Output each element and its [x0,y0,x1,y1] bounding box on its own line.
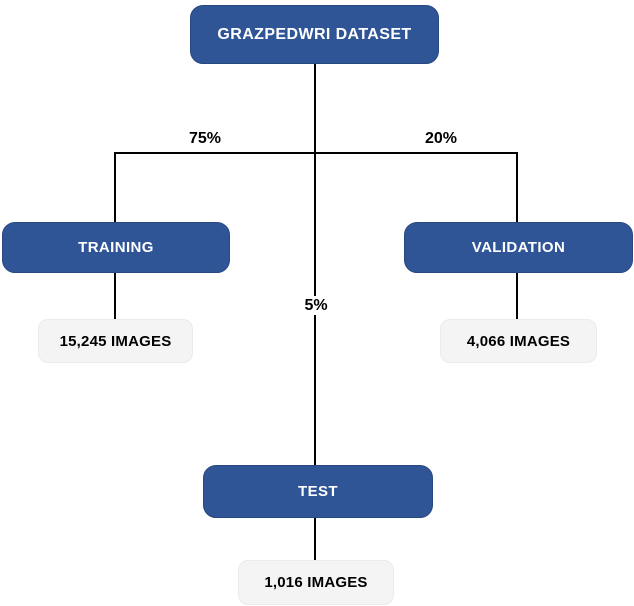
training-node: TRAINING [2,222,230,273]
test-count-box: 1,016 IMAGES [238,560,394,605]
connector-branch-to-training [114,152,116,223]
training-count-box: 15,245 IMAGES [38,319,193,363]
test-node: TEST [203,465,433,518]
root-node-grazpedwri-dataset: GRAZPEDWRI DATASET [190,5,439,64]
connector-test-to-count [314,517,316,561]
validation-count-box: 4,066 IMAGES [440,319,597,363]
connector-validation-to-count [516,272,518,320]
connector-training-to-count [114,272,116,320]
validation-node: VALIDATION [404,222,633,273]
percent-label-training: 75% [185,129,225,149]
percent-label-validation: 20% [421,129,461,149]
connector-branch-to-validation [516,152,518,223]
connector-root-to-test [314,63,316,465]
percent-label-test: 5% [301,296,331,316]
connector-branch-horizontal [114,152,518,154]
